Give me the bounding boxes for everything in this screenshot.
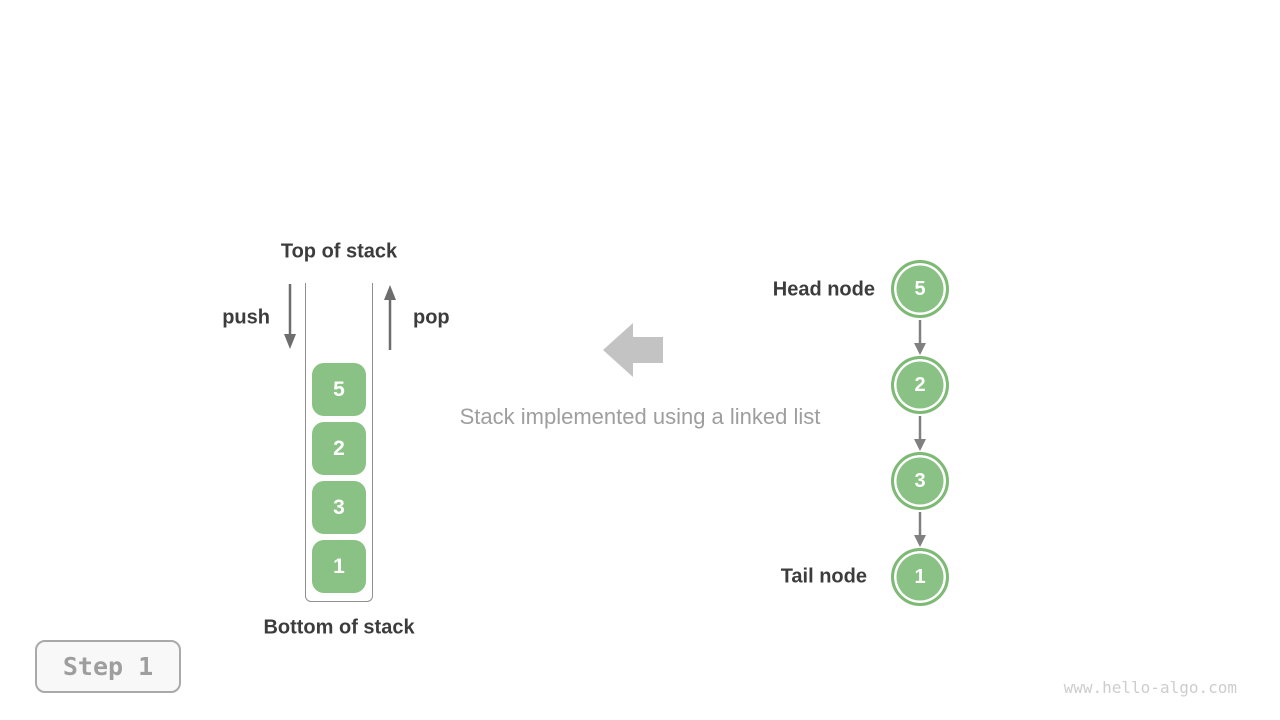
stack-container: 5 2 3 1 [305, 283, 373, 602]
pop-up-arrow-icon [384, 285, 396, 350]
bottom-of-stack-label: Bottom of stack [263, 616, 415, 639]
linked-list-node: 5 [891, 260, 949, 318]
step-badge: Step 1 [35, 640, 181, 693]
top-of-stack-label: Top of stack [280, 240, 398, 263]
left-block-arrow-icon [603, 323, 663, 377]
stack-item: 5 [312, 363, 366, 416]
stack-item: 3 [312, 481, 366, 534]
push-down-arrow-icon [284, 284, 296, 349]
tail-node-label: Tail node [780, 565, 867, 588]
watermark: www.hello-algo.com [1063, 678, 1237, 697]
node-link-arrow-icon [914, 416, 926, 451]
stack-item: 1 [312, 540, 366, 593]
diagram-caption: Stack implemented using a linked list [459, 404, 821, 429]
node-link-arrow-icon [914, 320, 926, 355]
node-link-arrow-icon [914, 512, 926, 547]
pop-label: pop [413, 306, 450, 329]
linked-list-node: 3 [891, 452, 949, 510]
stack-item: 2 [312, 422, 366, 475]
push-label: push [222, 306, 270, 329]
head-node-label: Head node [772, 278, 875, 301]
linked-list-node: 2 [891, 356, 949, 414]
linked-list-node: 1 [891, 548, 949, 606]
